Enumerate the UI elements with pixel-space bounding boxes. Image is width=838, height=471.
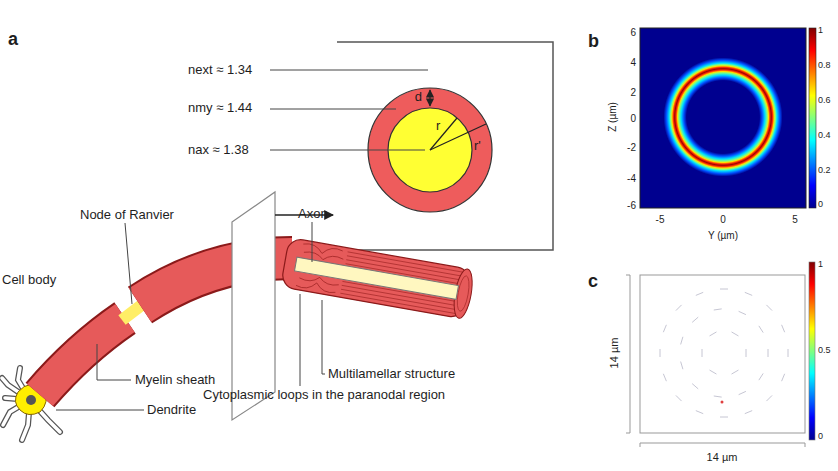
axis-tick: -2: [627, 142, 636, 153]
colorbar: [809, 28, 816, 208]
field-vector: [692, 384, 698, 389]
field-vector: [745, 292, 752, 295]
leader-lines: [56, 222, 325, 410]
colorbar-tick: 1: [818, 26, 823, 36]
colorbar-tick: 0.2: [818, 166, 831, 176]
panel-letter: a: [8, 30, 18, 50]
colorbar: [809, 262, 815, 440]
part-name: Axon: [298, 207, 328, 221]
panel-letter: c: [588, 272, 598, 292]
field-vector: [714, 396, 722, 397]
panel-letter: b: [588, 32, 599, 52]
axis-title: Z (µm): [607, 102, 618, 132]
colorbar-tick: 1: [818, 260, 823, 270]
field-vector: [759, 326, 763, 333]
axis-tick: -4: [627, 173, 636, 184]
axis-tick: 4: [630, 57, 636, 68]
colorbar-tick: 0: [818, 432, 823, 442]
part-name: Node of Ranvier: [80, 208, 174, 222]
dimension-label: r': [474, 139, 481, 153]
field-vector: [768, 349, 769, 357]
field-vector: [681, 362, 683, 370]
axis-title: Y (µm): [708, 230, 738, 241]
refractive-index: nmy ≈ 1.44: [188, 101, 252, 115]
axis-tick: 0: [720, 214, 726, 225]
field-vector: [710, 370, 717, 374]
dimension-label: r: [436, 119, 440, 133]
scale-bars: [626, 275, 805, 447]
field-vector: [710, 332, 717, 336]
field-vector: [676, 395, 682, 401]
field-vector: [759, 373, 763, 380]
refractive-index: next ≈ 1.34: [188, 63, 252, 77]
part-name: Cell body: [2, 273, 56, 287]
field-vector: [782, 325, 785, 332]
part-name: Multilamellar structure: [328, 367, 455, 381]
leader-line: [270, 70, 428, 71]
field-vector: [739, 311, 746, 314]
colorbar-tick: 0.5: [818, 346, 831, 356]
part-name: Dendrite: [147, 403, 196, 417]
field-vector: [663, 374, 666, 381]
refractive-index: nax ≈ 1.38: [188, 143, 249, 157]
inset-frame: [337, 42, 553, 250]
field-vector: [732, 332, 739, 336]
dimension-label: d: [415, 90, 422, 104]
colorbar-tick: 0.4: [818, 131, 831, 141]
axis-tick: 0: [630, 113, 636, 124]
colorbar-tick: 0.6: [818, 96, 831, 106]
field-vector: [732, 370, 739, 374]
radius-line: [430, 118, 457, 150]
part-name: Myelin sheath: [135, 373, 215, 387]
axis-tick: 5: [792, 214, 798, 225]
axis-tick: 6: [630, 27, 636, 38]
intensity-map: [640, 28, 806, 208]
leader-line: [270, 109, 396, 110]
vector-field: [660, 289, 788, 417]
multilamellar-cutaway: [281, 237, 476, 319]
axis-tick: -5: [656, 214, 665, 225]
field-vector: [745, 411, 752, 414]
colorbar-tick: 0: [818, 200, 823, 210]
field-vector: [766, 395, 772, 401]
field-vector: [663, 325, 666, 332]
thickness-arrow: [429, 90, 430, 106]
field-vector: [746, 349, 747, 357]
part-name: Cytoplasmic loops in the paranodal regio…: [203, 388, 445, 402]
field-vector: [782, 374, 785, 381]
section-plane: [232, 192, 275, 420]
field-vector: [766, 305, 772, 311]
field-vector: [788, 349, 789, 357]
axis-tick: 2: [630, 87, 636, 98]
field-vector: [676, 305, 682, 311]
field-vector: [696, 292, 703, 295]
field-vector: [714, 309, 722, 310]
scale-label: 14 µm: [707, 451, 738, 463]
field-vector: [702, 349, 703, 357]
field-vector: [720, 417, 728, 418]
field-vector: [660, 349, 661, 357]
scale-label: 14 µm: [608, 338, 620, 369]
field-vector: [720, 289, 728, 290]
vector-field-box: [640, 275, 805, 433]
axis-tick: -6: [627, 200, 636, 211]
field-vector: [681, 337, 683, 345]
field-vector: [696, 411, 703, 414]
ring-profile: [653, 47, 793, 187]
field-vector: [739, 391, 746, 394]
colorbar-tick: 0.8: [818, 61, 831, 71]
leader-line: [270, 150, 425, 151]
field-vector: [692, 317, 698, 322]
